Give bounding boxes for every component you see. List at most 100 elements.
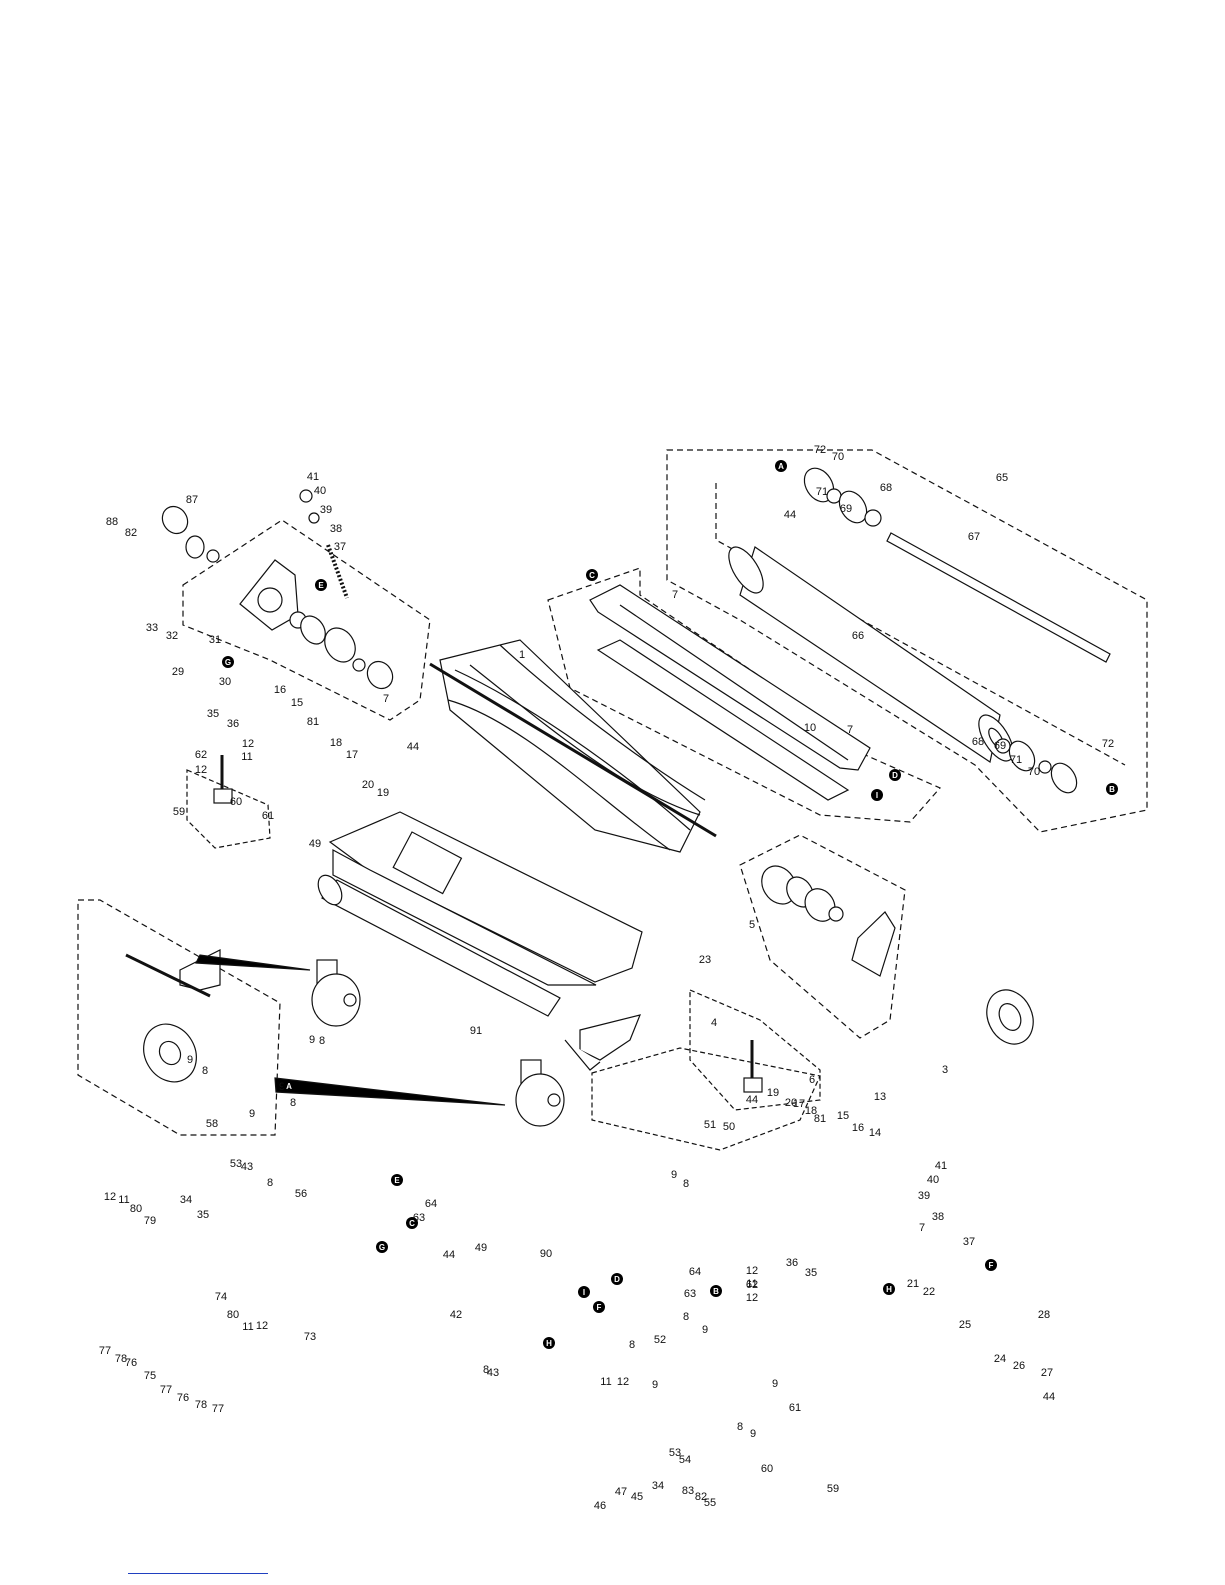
- part-label-72: 72: [814, 444, 826, 456]
- part-label-45: 45: [631, 1491, 643, 1503]
- callout-circle: [315, 579, 327, 591]
- part-label-9: 9: [652, 1379, 658, 1391]
- part-label-11: 11: [242, 1321, 253, 1333]
- callout-letter: H: [546, 1339, 552, 1348]
- part-label-37: 37: [963, 1236, 975, 1248]
- bedbar: [589, 584, 871, 801]
- roller-shaft: [886, 532, 1111, 663]
- part-label-78: 78: [115, 1353, 127, 1365]
- part-label-33: 33: [146, 622, 158, 634]
- part-label-62: 62: [195, 749, 207, 761]
- front-roller-tube: [317, 874, 561, 1017]
- right-side-plate-group: [739, 834, 906, 1039]
- callout-circle: [578, 1286, 590, 1298]
- part-label-66: 66: [852, 630, 864, 642]
- part-label-18: 18: [330, 737, 342, 749]
- part-label-6: 6: [809, 1074, 815, 1086]
- part-label-8: 8: [290, 1097, 296, 1109]
- part-label-22: 22: [923, 1286, 935, 1298]
- callout-circle: [883, 1283, 895, 1295]
- part-label-15: 15: [837, 1110, 849, 1122]
- callout-circle: [222, 656, 234, 668]
- callout-circle: [1106, 783, 1118, 795]
- part-label-81: 81: [307, 716, 319, 728]
- part-label-64: 64: [425, 1198, 437, 1210]
- part-label-12: 12: [746, 1265, 758, 1277]
- part-label-44: 44: [407, 741, 419, 753]
- part-label-12: 12: [256, 1320, 268, 1332]
- part-label-34: 34: [652, 1480, 664, 1492]
- part-label-36: 36: [786, 1257, 798, 1269]
- rear-roller-group-outline: [666, 449, 1148, 833]
- part-label-18: 18: [805, 1105, 817, 1117]
- part-label-41: 41: [935, 1160, 947, 1172]
- part-label-9: 9: [309, 1034, 315, 1046]
- rear-roller: [728, 546, 1014, 763]
- callout-letter: E: [318, 581, 324, 590]
- part-label-27: 27: [1041, 1367, 1053, 1379]
- part-label-64: 64: [689, 1266, 701, 1278]
- part-label-12: 12: [746, 1292, 758, 1304]
- callout-circle: [391, 1174, 403, 1186]
- callout-a: A: [775, 460, 787, 472]
- callout-letter: F: [989, 1261, 994, 1270]
- callout-letter: E: [394, 1176, 400, 1185]
- callout-letter: I: [583, 1288, 585, 1297]
- leader-arrow-upper: [195, 954, 311, 971]
- callout-letter: D: [614, 1275, 620, 1284]
- callout-d: D: [889, 769, 901, 781]
- callout-circle: [283, 1080, 295, 1092]
- part-label-20: 20: [362, 779, 374, 791]
- part-label-44: 44: [746, 1094, 758, 1106]
- part-label-70: 70: [1028, 766, 1040, 778]
- callout-circle: [586, 569, 598, 581]
- right-bracket-group: [591, 1047, 821, 1151]
- part-label-68: 68: [880, 482, 892, 494]
- footer-link-underline[interactable]: [128, 1573, 268, 1574]
- part-label-59: 59: [173, 806, 185, 818]
- callout-h: H: [883, 1283, 895, 1295]
- part-label-9: 9: [772, 1378, 778, 1390]
- part-label-60: 60: [761, 1463, 773, 1475]
- pulley: [986, 989, 1034, 1045]
- left-hub: [161, 505, 220, 563]
- part-label-19: 19: [377, 787, 389, 799]
- part-label-3: 3: [942, 1064, 948, 1076]
- part-label-38: 38: [932, 1211, 944, 1223]
- callout-g: G: [376, 1241, 388, 1253]
- left-side-plate-group: [182, 519, 431, 721]
- callout-letter: B: [713, 1287, 719, 1296]
- part-label-8: 8: [683, 1311, 689, 1323]
- callout-circle: [871, 789, 883, 801]
- part-label-8: 8: [202, 1065, 208, 1077]
- left-adjuster-spring: [299, 489, 349, 599]
- part-label-62: 62: [746, 1279, 758, 1291]
- part-label-82: 82: [695, 1491, 707, 1503]
- callout-letter: A: [286, 1082, 292, 1091]
- part-label-54: 54: [679, 1454, 691, 1466]
- part-label-80: 80: [227, 1309, 239, 1321]
- part-label-34: 34: [180, 1194, 192, 1206]
- callout-c: C: [406, 1217, 418, 1229]
- part-label-79: 79: [144, 1215, 156, 1227]
- left-side-plate: [239, 559, 394, 690]
- part-label-14: 14: [869, 1127, 881, 1139]
- part-label-16: 16: [852, 1122, 864, 1134]
- callout-letter: G: [225, 658, 231, 667]
- part-label-11: 11: [118, 1194, 129, 1206]
- part-label-40: 40: [314, 485, 326, 497]
- callout-circle: [543, 1337, 555, 1349]
- part-label-77: 77: [212, 1403, 224, 1415]
- part-label-81: 81: [814, 1113, 826, 1125]
- part-label-9: 9: [750, 1428, 756, 1440]
- part-label-83: 83: [682, 1485, 694, 1497]
- part-label-23: 23: [699, 954, 711, 966]
- part-label-8: 8: [267, 1177, 273, 1189]
- callout-d: D: [611, 1273, 623, 1285]
- part-label-31: 31: [209, 634, 221, 646]
- part-label-19: 19: [767, 1087, 779, 1099]
- part-label-53: 53: [230, 1158, 242, 1170]
- part-label-71: 71: [1010, 754, 1022, 766]
- part-label-61: 61: [262, 810, 274, 822]
- part-label-12: 12: [242, 738, 254, 750]
